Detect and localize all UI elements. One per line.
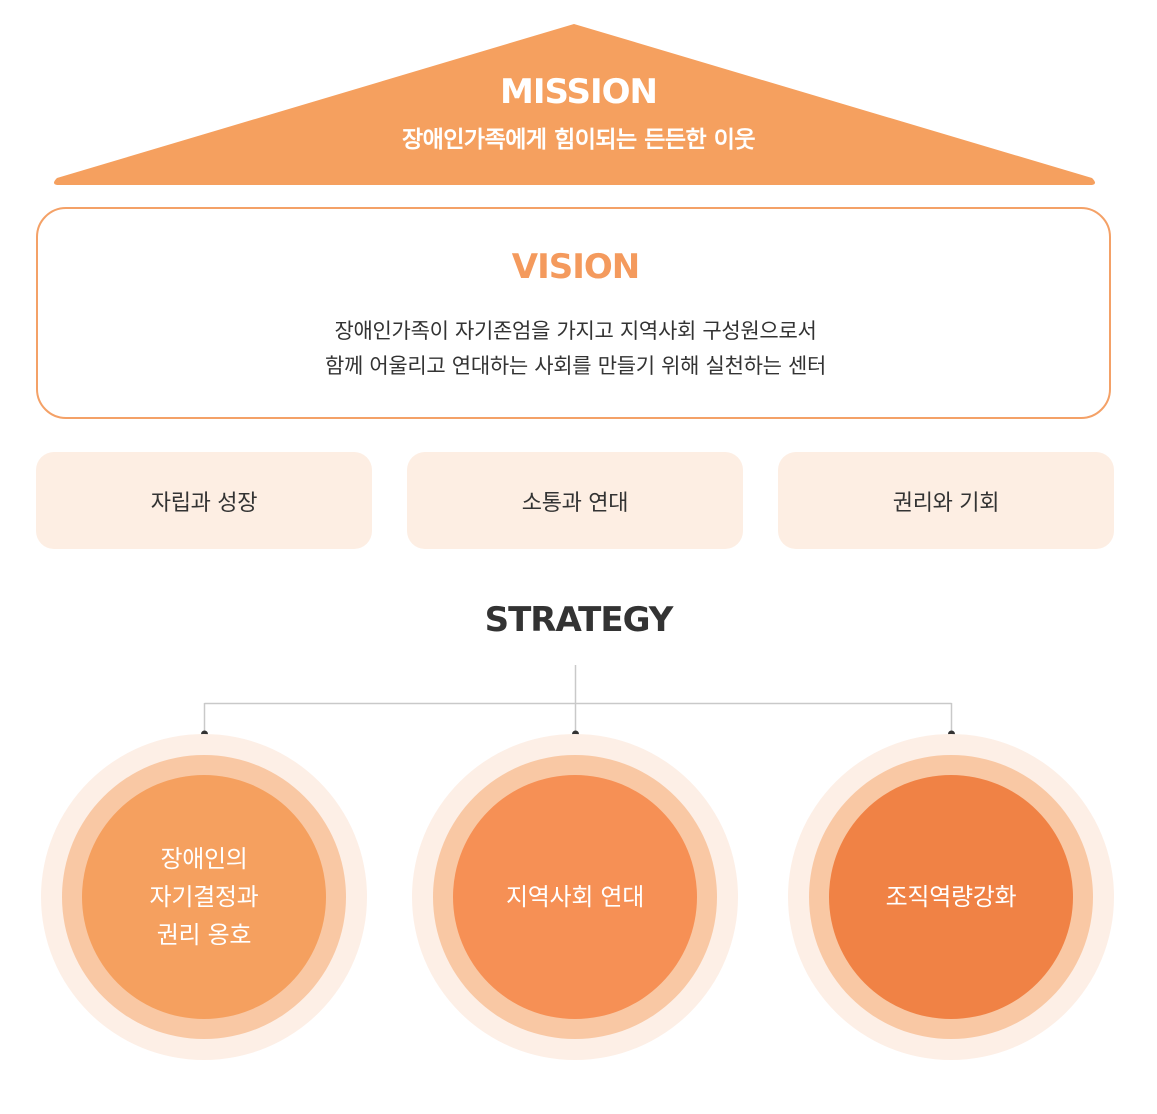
value-box-3: 권리와 기회 (778, 452, 1114, 549)
vision-line-2: 함께 어울리고 연대하는 사회를 만들기 위해 실천하는 센터 (324, 354, 827, 378)
mission-subtitle: 장애인가족에게 힘이되는 든든한 이웃 (401, 127, 756, 153)
strategy-1-line-2: 자기결정과 (149, 883, 259, 911)
circle-core: 조직역량강화 (829, 775, 1073, 1019)
value-box-1: 자립과 성장 (36, 452, 372, 549)
vision-title: VISION (511, 247, 640, 287)
value-box-2: 소통과 연대 (407, 452, 743, 549)
strategy-1-line-3: 권리 옹호 (156, 921, 252, 949)
strategy-3-line-1: 조직역량강화 (885, 883, 1017, 911)
circle-core: 지역사회 연대 (453, 775, 697, 1019)
strategy-1-line-1: 장애인의 (160, 845, 248, 873)
strategy-2-line-1: 지역사회 연대 (505, 883, 644, 911)
strategy-circle-2: 지역사회 연대 (412, 734, 738, 1060)
circle-core: 장애인의 자기결정과 권리 옹호 (82, 775, 326, 1019)
strategy-circle-1: 장애인의 자기결정과 권리 옹호 (41, 734, 367, 1060)
mission-roof (54, 24, 1095, 185)
mission-roof-shape (54, 24, 1095, 185)
mission-title: MISSION (500, 72, 658, 112)
vision-line-1: 장애인가족이 자기존엄을 가지고 지역사회 구성원으로서 (334, 319, 817, 343)
vision-box: VISION 장애인가족이 자기존엄을 가지고 지역사회 구성원으로서 함께 어… (36, 207, 1111, 419)
strategy-title: STRATEGY (484, 600, 674, 640)
strategy-circle-3: 조직역량강화 (788, 734, 1114, 1060)
